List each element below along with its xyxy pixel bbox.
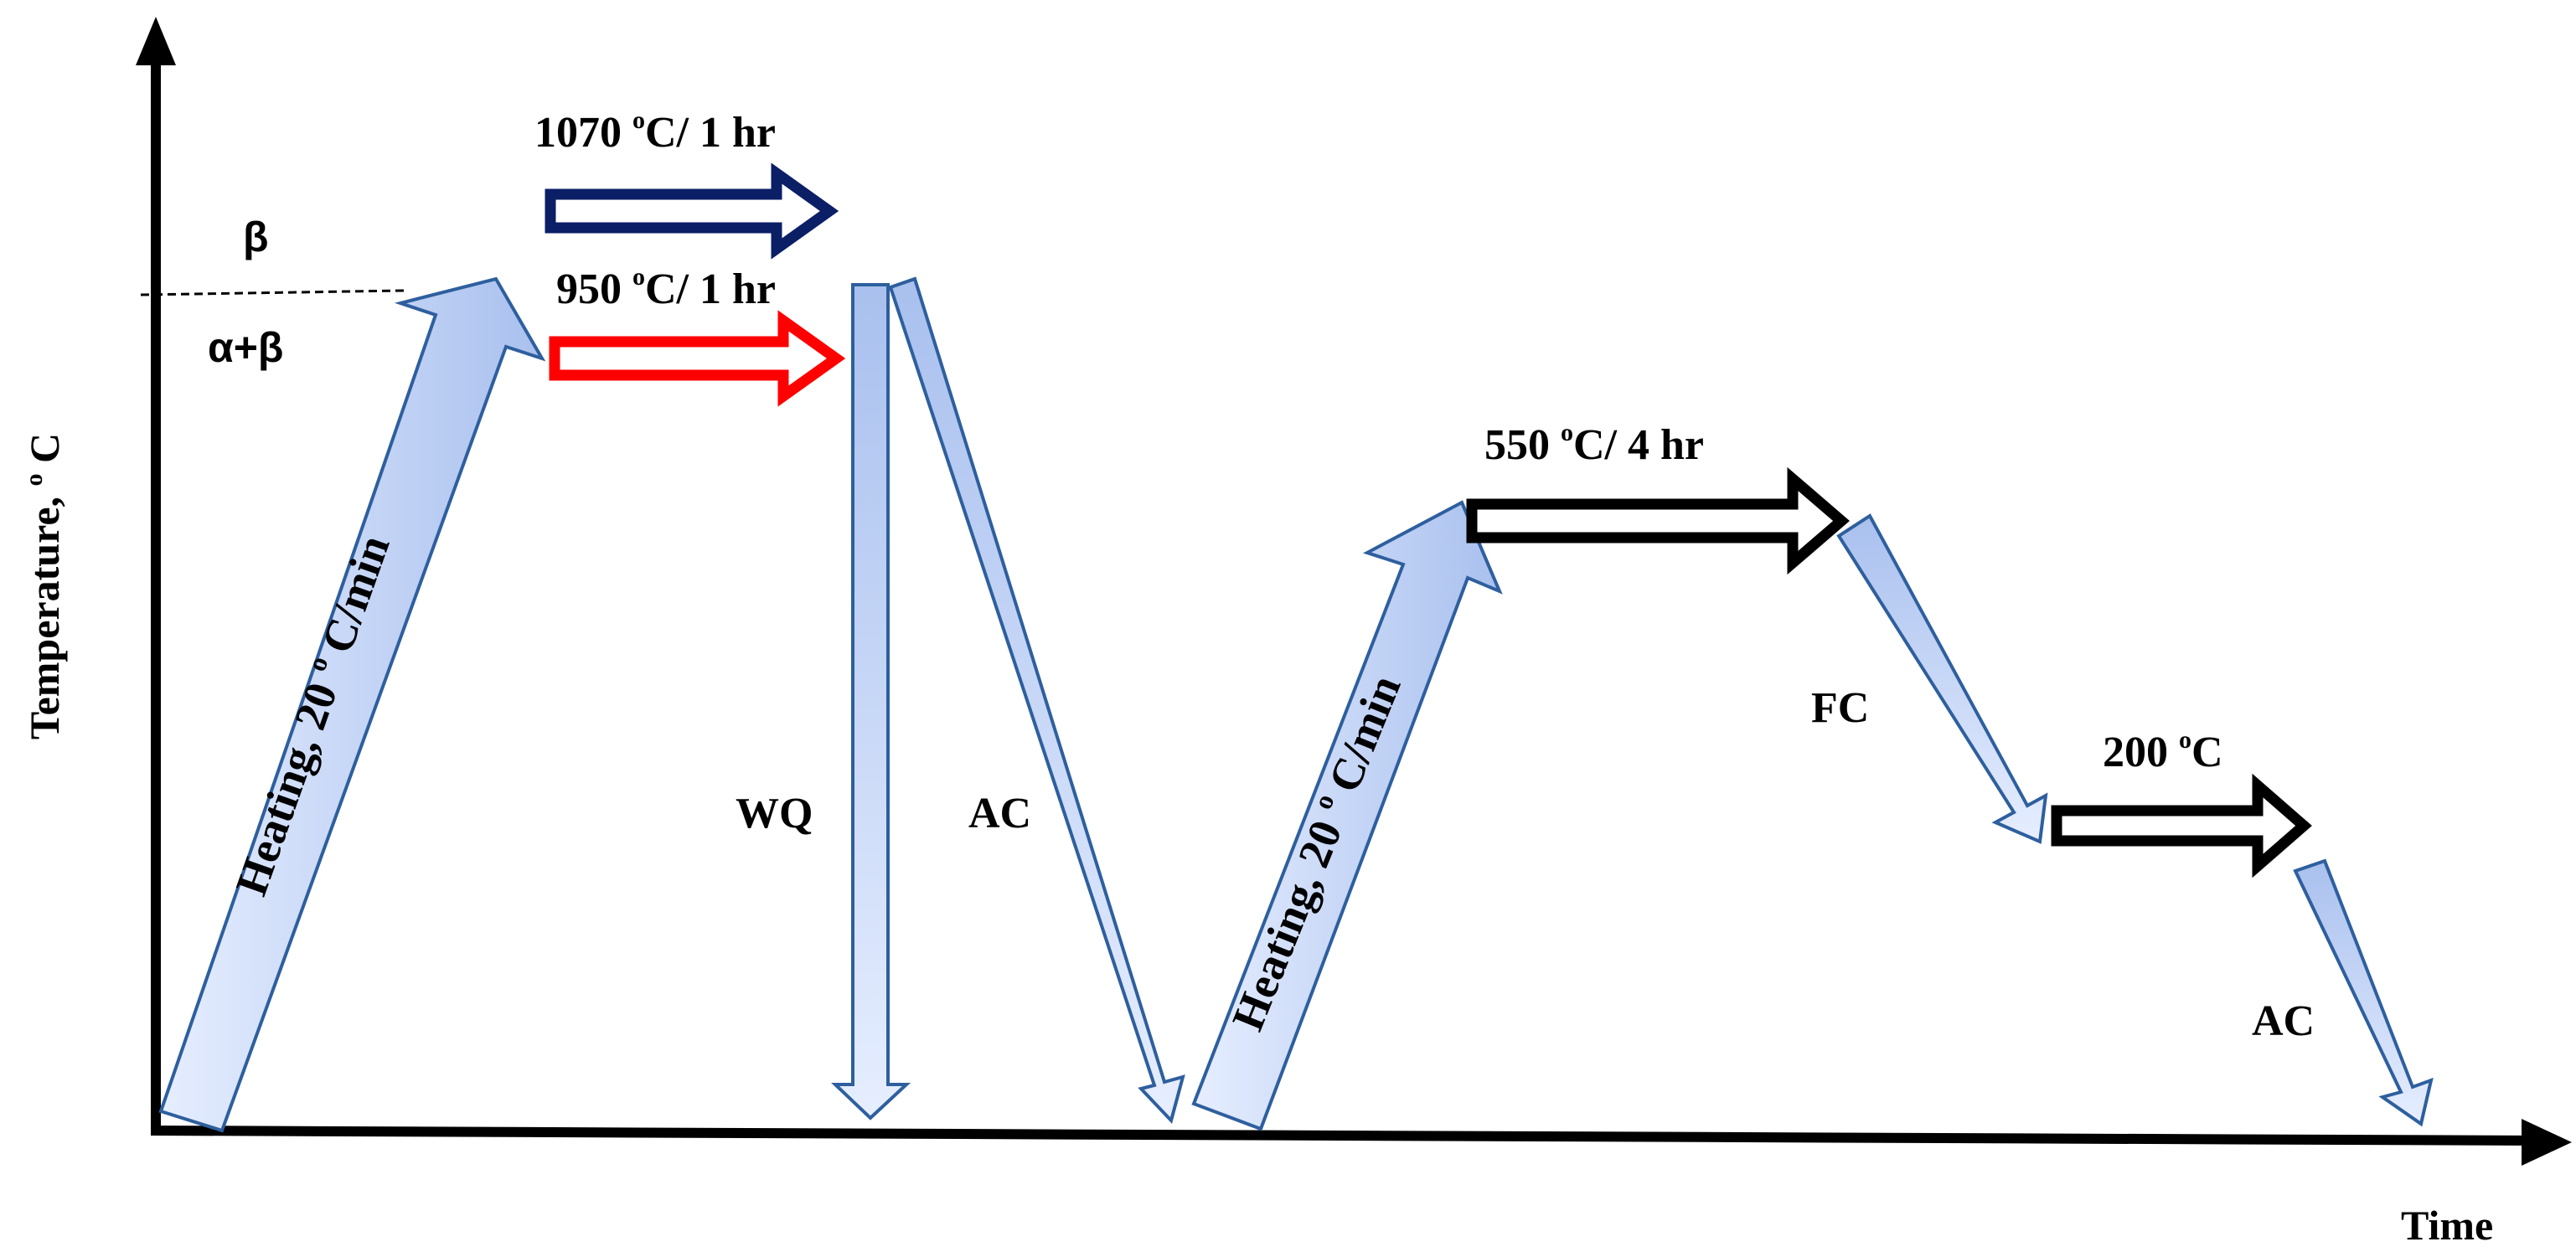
air-cool-label-2: AC: [2252, 997, 2315, 1045]
phase-label-alpha-beta: α+β: [208, 324, 283, 371]
hold-label-1070: 1070 oC/ 1 hr: [534, 106, 776, 157]
x-axis-label: Time: [2401, 1202, 2493, 1249]
axes: [136, 17, 2572, 1166]
hold-label-950: 950 oC/ 1 hr: [556, 263, 776, 313]
water-quench-arrow: [831, 283, 911, 1120]
air-cool-arrow-2: [2293, 858, 2434, 1127]
hold-arrow-950: [549, 310, 846, 407]
beta-transus-line: [140, 289, 405, 296]
furnace-cool-label: FC: [1811, 684, 1869, 732]
water-quench-label: WQ: [736, 790, 813, 837]
heating-arrow-1: [158, 276, 546, 1133]
heating-arrow-2: [1191, 500, 1503, 1131]
hold-arrow-550: [1466, 466, 1850, 575]
phase-label-beta: β: [243, 214, 269, 260]
hold-label-200: 200 oC: [2103, 726, 2223, 776]
y-axis-arrowhead: [136, 17, 176, 65]
air-cool-arrow-1: [888, 276, 1185, 1124]
x-axis-arrowhead: [2522, 1119, 2572, 1166]
air-cool-label-1: AC: [968, 790, 1031, 837]
hold-arrow-1070: [545, 162, 839, 260]
hold-label-550: 550 oC/ 4 hr: [1484, 419, 1704, 469]
y-axis-label: Temperature, o C: [20, 433, 68, 739]
furnace-cool-arrow: [1836, 513, 2048, 844]
hold-arrow-200: [2051, 773, 2312, 878]
x-axis-line: [150, 1126, 2539, 1146]
